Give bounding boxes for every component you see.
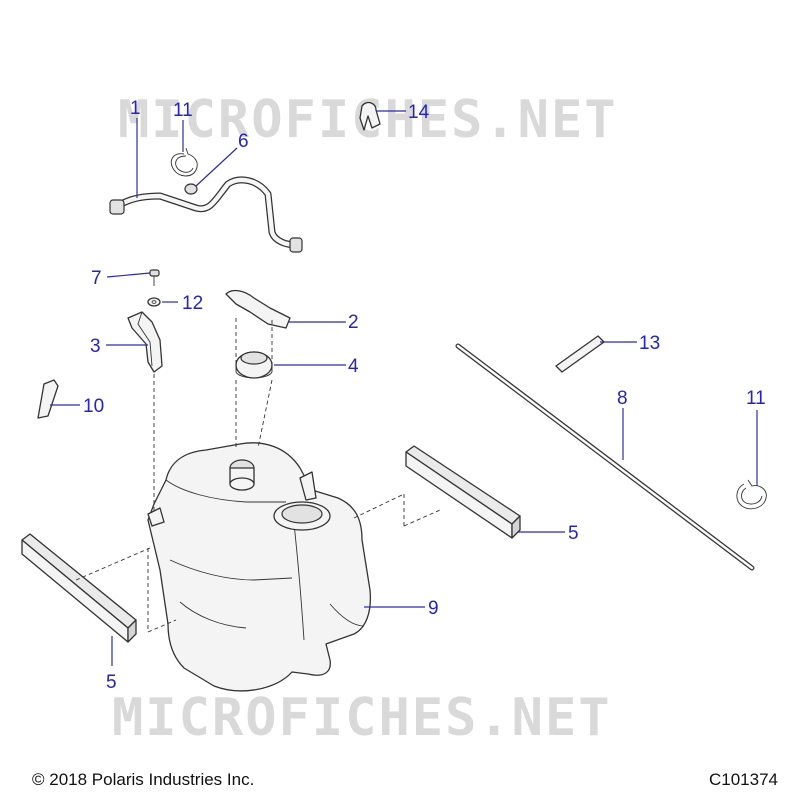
hose-clamp-top-part (170, 147, 198, 177)
fitting-part (184, 183, 198, 195)
callout-2: 2 (348, 312, 359, 333)
clip-part (359, 101, 381, 131)
callout-numbers: 1 11 6 14 7 12 2 3 4 13 10 8 11 5 9 5 (83, 98, 766, 693)
hose-clamp-right-part (736, 479, 767, 510)
pad-small-part (37, 379, 59, 419)
callout-8: 8 (617, 388, 628, 409)
foam-block-right-part (405, 445, 521, 539)
callout-4: 4 (348, 356, 359, 377)
fuel-cap-part (235, 351, 273, 379)
strap-part (555, 335, 605, 373)
foam-block-left-part (21, 533, 137, 643)
callout-6: 6 (238, 131, 249, 152)
callout-5-right: 5 (568, 523, 579, 544)
callout-1: 1 (130, 98, 141, 119)
screw-part (149, 269, 160, 286)
callout-10: 10 (83, 396, 104, 417)
bracket-part (127, 311, 163, 373)
leader-lines (50, 110, 758, 666)
rod-part (455, 343, 755, 571)
diagram-code: C101374 (708, 770, 778, 789)
callout-11-top: 11 (173, 100, 193, 121)
callout-12: 12 (182, 293, 203, 314)
callout-5-left: 5 (106, 672, 117, 693)
fuel-tank-part (147, 442, 372, 692)
alignment-lines (75, 318, 441, 633)
watermark-bottom: MICROFICHES.NET (112, 688, 612, 748)
callout-9: 9 (428, 598, 439, 619)
washer-part (147, 297, 161, 307)
heat-shield-part (225, 289, 291, 329)
callout-14: 14 (408, 102, 430, 123)
callout-13: 13 (639, 333, 660, 354)
callout-11-right: 11 (746, 388, 766, 409)
watermark-top: MICROFICHES.NET (118, 90, 618, 150)
callout-7: 7 (91, 268, 102, 289)
callout-3: 3 (90, 336, 101, 357)
vent-hose-part (109, 176, 303, 253)
copyright-text: © 2018 Polaris Industries Inc. (32, 770, 255, 789)
